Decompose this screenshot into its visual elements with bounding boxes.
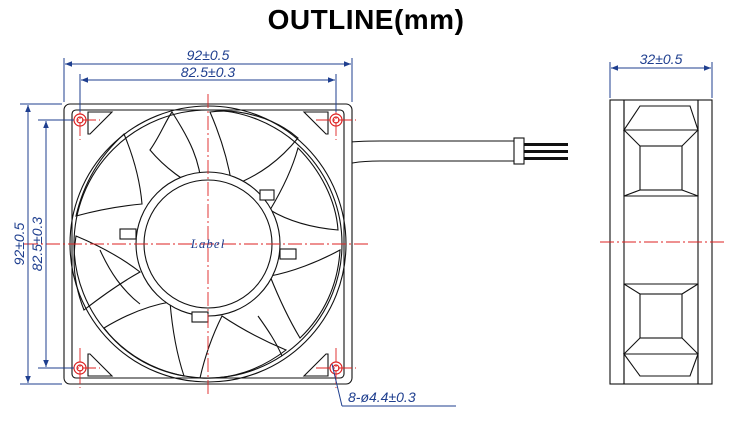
dim-mounting-holes: 8-ø4.4±0.3 xyxy=(348,389,416,405)
front-view: Label 92±0.5 82.5±0.3 92±0.5 82.5±0.3 xyxy=(11,47,568,407)
side-lower-strut xyxy=(622,283,699,385)
dim-overall-height: 92±0.5 xyxy=(11,222,27,265)
side-upper-strut xyxy=(622,99,699,197)
dim-depth: 32±0.5 xyxy=(640,51,683,67)
hub-struts xyxy=(119,189,297,323)
drawing-title: OUTLINE(mm) xyxy=(267,4,465,35)
side-view: 32±0.5 xyxy=(600,51,724,385)
left-dimensions: 92±0.5 82.5±0.3 xyxy=(11,103,74,385)
center-lines xyxy=(24,94,368,396)
dim-hole-spacing-width: 82.5±0.3 xyxy=(181,64,236,80)
corner-brackets xyxy=(87,111,329,377)
dim-overall-width: 92±0.5 xyxy=(187,47,230,63)
dim-hole-spacing-height: 82.5±0.3 xyxy=(29,217,45,272)
top-dimensions: 92±0.5 82.5±0.3 xyxy=(63,47,353,112)
hole-callout: 8-ø4.4±0.3 xyxy=(331,363,456,407)
side-dimensions: 32±0.5 xyxy=(609,51,713,98)
hub-label: Label xyxy=(190,236,226,251)
